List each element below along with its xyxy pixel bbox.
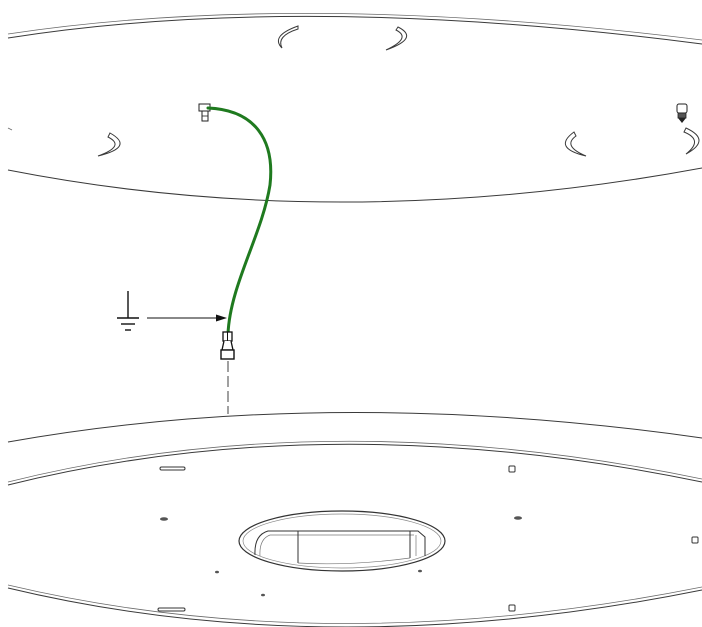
mounting-slot-mid-right (564, 131, 587, 157)
square-hole-front-right (508, 604, 516, 612)
spade-connector-icon (220, 331, 235, 360)
top-panel (7, 13, 702, 203)
hole-dot-small-right (418, 569, 422, 573)
hole-dot-front (261, 593, 265, 597)
square-hole-back-right (508, 465, 516, 473)
top-panel-back-edge (7, 15, 702, 45)
bottom-panel-front-edge (7, 587, 702, 627)
bottom-panel-rim-top (7, 443, 702, 486)
hole-dot-left (160, 517, 168, 521)
bottom-panel-back-edge (7, 411, 702, 443)
bottom-panel (7, 411, 702, 627)
slot-front-left (157, 607, 186, 612)
mounting-slot-top-left (278, 25, 299, 49)
hole-dot-right (514, 516, 522, 520)
bottom-panel-rim-top-inner (7, 440, 702, 483)
ground-wire-assembly (198, 103, 273, 414)
hole-dot-small-left (215, 570, 219, 574)
square-hole-right-edge (691, 536, 699, 544)
screw-icon (676, 103, 688, 123)
ground-symbol-icon (117, 291, 139, 331)
bottom-panel-front-edge-inner (7, 584, 702, 624)
center-opening (238, 510, 446, 572)
ground-wire (206, 106, 273, 336)
top-panel-back-edge-inner (7, 13, 702, 41)
slot-back-left (159, 466, 186, 471)
mounting-slot-far-right (683, 127, 700, 155)
mounting-slot-mid-left (97, 132, 121, 157)
top-panel-front-edge (7, 167, 702, 203)
mounting-slot-top-right (385, 26, 408, 51)
arrow-icon (147, 314, 227, 322)
edge-tick-left (7, 127, 13, 131)
